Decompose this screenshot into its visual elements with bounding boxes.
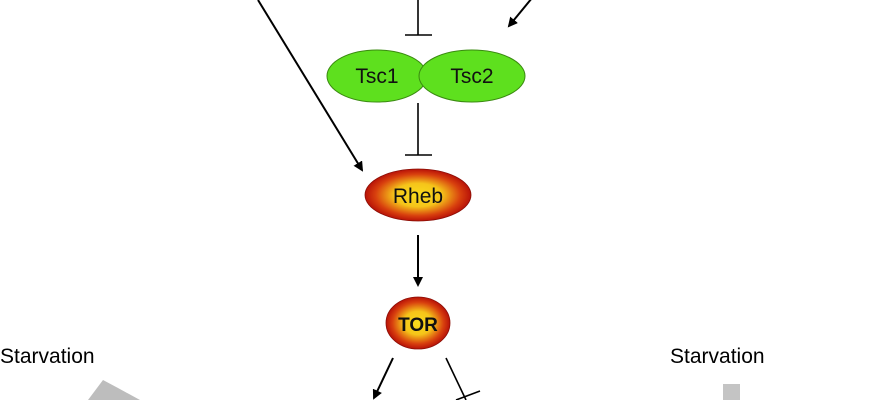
svg-text:TOR: TOR [398,315,438,336]
tor-node: TOR [385,296,451,350]
inhibition-to-tsc [405,0,432,36]
activation-arrow-to-rheb [257,0,364,172]
inhibition-tor-down-right [445,357,481,400]
activation-arrow-tor-down-left [372,357,394,400]
gray-bar-right [723,384,740,400]
svg-text:Tsc1: Tsc1 [355,65,398,88]
svg-text:Rheb: Rheb [393,185,443,208]
activation-arrow-to-tsc2 [507,0,532,28]
starvation-label-right: Starvation [670,345,765,368]
starvation-label-left: Starvation [0,345,95,368]
tsc1-node: Tsc1 [326,49,428,103]
inhibition-tsc-to-rheb [405,103,432,156]
gray-arrowhead-left [88,380,140,400]
rheb-node: Rheb [364,168,472,222]
tsc2-node: Tsc2 [418,49,526,103]
svg-text:Tsc2: Tsc2 [450,65,493,88]
